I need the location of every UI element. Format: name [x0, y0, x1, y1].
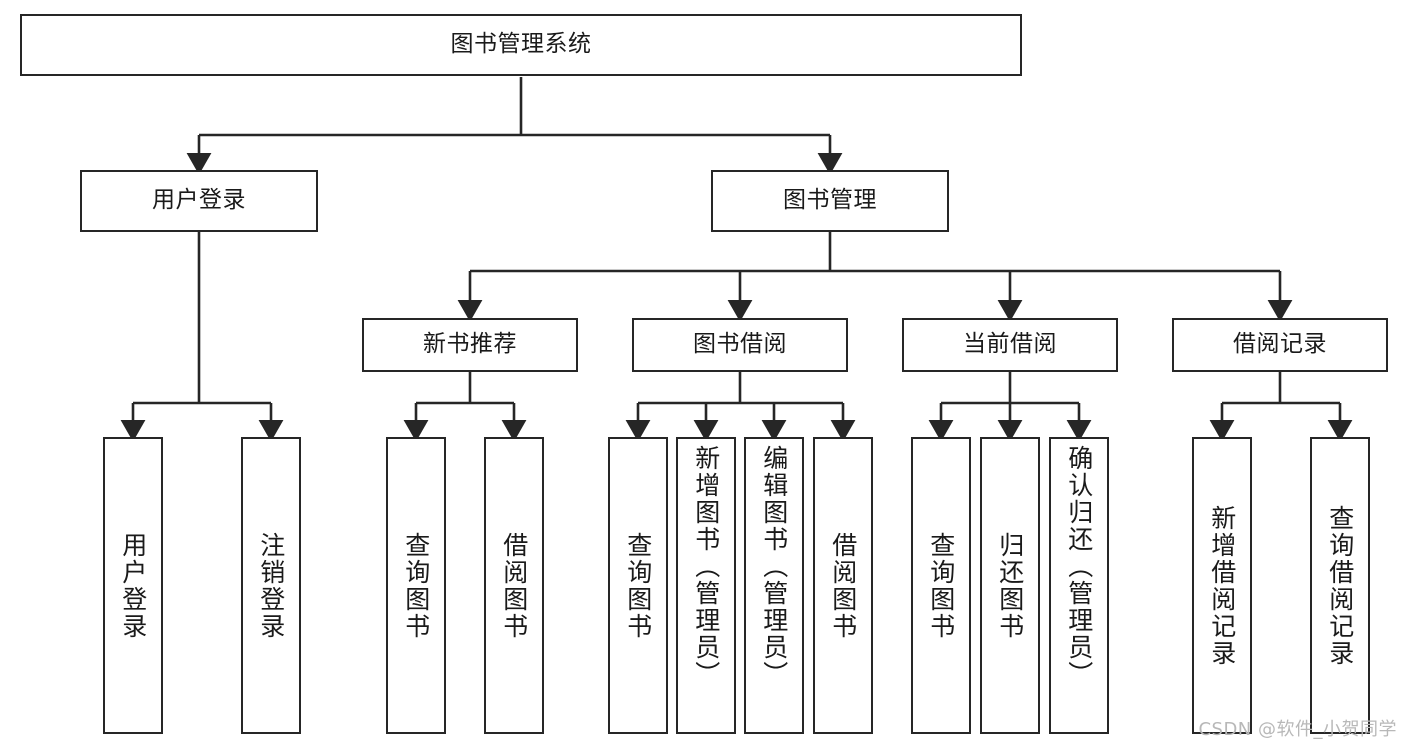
node-borrow-record[interactable]: 借阅记录 [1172, 318, 1388, 372]
leaf-book-borrow-add-book-admin[interactable]: 新增图书（管理员） [676, 437, 736, 734]
leaf-label: 编辑图书（管理员） [759, 445, 789, 688]
leaf-user-login-logout[interactable]: 注销登录 [241, 437, 301, 734]
leaf-current-borrow-query-book[interactable]: 查询图书 [911, 437, 971, 734]
node-label: 借阅记录 [1233, 331, 1327, 358]
leaf-label: 注销登录 [256, 531, 286, 640]
leaf-user-login-login[interactable]: 用户登录 [103, 437, 163, 734]
leaf-label: 新增图书（管理员） [691, 445, 721, 688]
leaf-label: 查询图书 [623, 531, 653, 640]
node-label: 用户登录 [152, 187, 246, 214]
leaf-borrow-record-add-record[interactable]: 新增借阅记录 [1192, 437, 1252, 734]
node-book-borrow[interactable]: 图书借阅 [632, 318, 848, 372]
leaf-label: 查询图书 [926, 531, 956, 640]
node-label: 图书管理 [783, 187, 877, 214]
node-new-book-recommend[interactable]: 新书推荐 [362, 318, 578, 372]
leaf-label: 新增借阅记录 [1207, 504, 1237, 667]
leaf-label: 查询借阅记录 [1325, 504, 1355, 667]
node-user-login[interactable]: 用户登录 [80, 170, 318, 232]
leaf-book-borrow-query-book[interactable]: 查询图书 [608, 437, 668, 734]
leaf-borrow-record-query-record[interactable]: 查询借阅记录 [1310, 437, 1370, 734]
leaf-label: 借阅图书 [499, 531, 529, 640]
leaf-label: 确认归还（管理员） [1064, 445, 1094, 688]
leaf-book-borrow-borrow-book[interactable]: 借阅图书 [813, 437, 873, 734]
leaf-new-book-query-book[interactable]: 查询图书 [386, 437, 446, 734]
node-current-borrow[interactable]: 当前借阅 [902, 318, 1118, 372]
csdn-watermark: CSDN @软件_小贺同学 [1198, 719, 1397, 740]
leaf-book-borrow-edit-book-admin[interactable]: 编辑图书（管理员） [744, 437, 804, 734]
node-label: 新书推荐 [423, 331, 517, 358]
node-label: 图书借阅 [693, 331, 787, 358]
leaf-current-borrow-confirm-return-admin[interactable]: 确认归还（管理员） [1049, 437, 1109, 734]
leaf-label: 查询图书 [401, 531, 431, 640]
node-root-book-management-system[interactable]: 图书管理系统 [20, 14, 1022, 76]
leaf-label: 归还图书 [995, 531, 1025, 640]
node-label: 图书管理系统 [450, 31, 592, 58]
leaf-new-book-borrow-book[interactable]: 借阅图书 [484, 437, 544, 734]
leaf-label: 借阅图书 [828, 531, 858, 640]
node-book-management[interactable]: 图书管理 [711, 170, 949, 232]
node-label: 当前借阅 [963, 331, 1057, 358]
leaf-label: 用户登录 [118, 531, 148, 640]
leaf-current-borrow-return-book[interactable]: 归还图书 [980, 437, 1040, 734]
